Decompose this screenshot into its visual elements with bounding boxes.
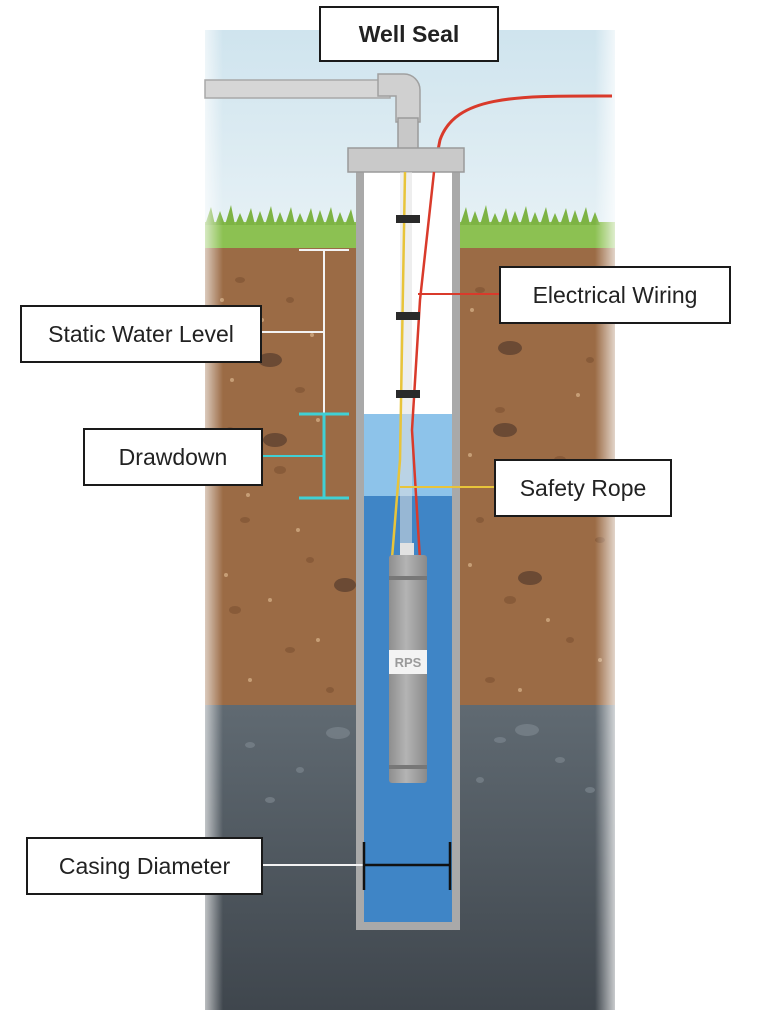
wire-clamp xyxy=(396,312,420,320)
pump-head xyxy=(400,543,414,557)
pump-brand-label: RPS xyxy=(395,655,422,670)
pipe-riser xyxy=(397,117,419,151)
casing-diameter-label: Casing Diameter xyxy=(26,837,263,895)
well-seal-cap xyxy=(347,147,465,173)
electrical-wiring-label: Electrical Wiring xyxy=(499,266,731,324)
surface-wire xyxy=(432,94,613,171)
drawdown-label: Drawdown xyxy=(83,428,263,486)
pump-band xyxy=(389,576,427,580)
static-water-level-label: Static Water Level xyxy=(20,305,262,363)
well-seal-label: Well Seal xyxy=(319,6,499,62)
safety-rope-label: Safety Rope xyxy=(494,459,672,517)
electrical-wire-line xyxy=(410,171,436,561)
pump-label-band xyxy=(389,650,427,674)
pipe-elbow xyxy=(377,73,421,123)
pump-band xyxy=(389,765,427,769)
soil-stones xyxy=(258,341,542,592)
casing-diameter-marker xyxy=(362,842,452,890)
discharge-pipe xyxy=(204,79,391,99)
wire-clamp xyxy=(396,215,420,223)
wire-clamp xyxy=(396,390,420,398)
grass-blades xyxy=(205,205,615,225)
bedrock-stones xyxy=(245,724,595,803)
right-fade xyxy=(595,30,623,1015)
